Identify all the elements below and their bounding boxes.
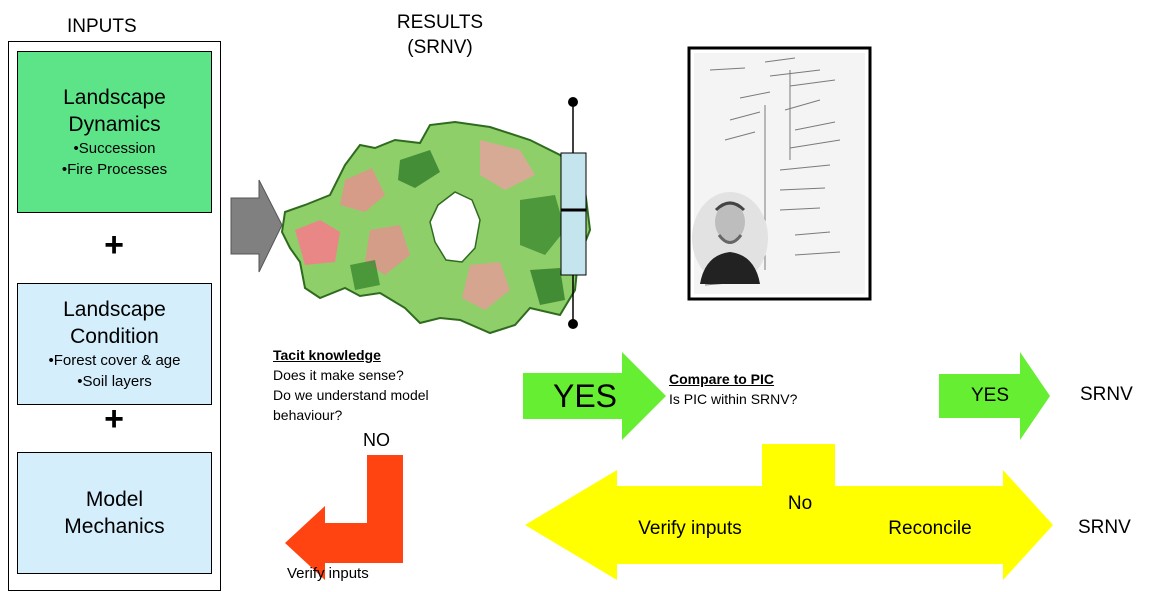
- yes-arrow-2: [939, 352, 1050, 440]
- inputs-frame: [8, 41, 221, 591]
- landscape-condition-title-2: Condition: [70, 325, 159, 348]
- no-label: NO: [363, 430, 390, 450]
- tacit-line: Does it make sense?: [273, 367, 404, 383]
- compare-question: Is PIC within SRNV?: [669, 391, 798, 407]
- condition-item: •Forest cover & age: [48, 352, 181, 369]
- model-mechanics-box: Model Mechanics: [17, 452, 212, 574]
- boxplot-icon: [560, 97, 587, 329]
- compare-block: Compare to PIC Is PIC within SRNV?: [669, 369, 797, 409]
- yes-arrow-1: [523, 352, 666, 440]
- verify-inputs-label-left: Verify inputs: [287, 565, 369, 582]
- model-mechanics-title-2: Mechanics: [64, 515, 165, 538]
- results-title-line-1: RESULTS: [396, 12, 484, 33]
- plus-sign-2: +: [104, 400, 124, 438]
- no-arrow: [285, 455, 403, 580]
- dynamics-item: •Succession: [73, 140, 156, 157]
- model-mechanics-title-1: Model: [85, 488, 144, 511]
- portrait-image: [692, 192, 768, 284]
- landscape-condition-box: Landscape Condition •Forest cover & age …: [17, 283, 212, 405]
- results-title-line-2: (SRNV): [407, 37, 473, 58]
- no-label-yellow: No: [787, 493, 813, 514]
- plus-sign-1: +: [104, 226, 124, 264]
- tacit-knowledge-heading: Tacit knowledge: [273, 347, 381, 363]
- verify-inputs-label-yellow: Verify inputs: [638, 518, 742, 539]
- map-image: [280, 120, 592, 335]
- condition-item: •Soil layers: [77, 373, 152, 390]
- reconcile-label: Reconcile: [888, 518, 972, 539]
- srnv-label-bottom: SRNV: [1078, 517, 1131, 538]
- yes-label-1: YES: [552, 378, 618, 414]
- yes-label-2: YES: [970, 385, 1010, 406]
- tacit-line: Do we understand model: [273, 387, 429, 403]
- tacit-line: behaviour?: [273, 407, 343, 423]
- landscape-dynamics-title-2: Dynamics: [68, 113, 161, 136]
- tacit-knowledge-block: Tacit knowledge Does it make sense? Do w…: [273, 345, 429, 425]
- landscape-condition-title-1: Landscape: [63, 298, 166, 321]
- landscape-dynamics-title-1: Landscape: [63, 86, 166, 109]
- results-title: RESULTS (SRNV): [380, 10, 500, 60]
- compare-heading: Compare to PIC: [669, 371, 775, 387]
- srnv-label-top: SRNV: [1080, 384, 1133, 405]
- landscape-dynamics-box: Landscape Dynamics •Succession •Fire Pro…: [17, 51, 212, 213]
- reconcile-double-arrow: [525, 444, 1053, 580]
- dynamics-item: •Fire Processes: [61, 161, 168, 178]
- gray-arrow: [230, 179, 283, 273]
- inputs-title: INPUTS: [67, 16, 137, 37]
